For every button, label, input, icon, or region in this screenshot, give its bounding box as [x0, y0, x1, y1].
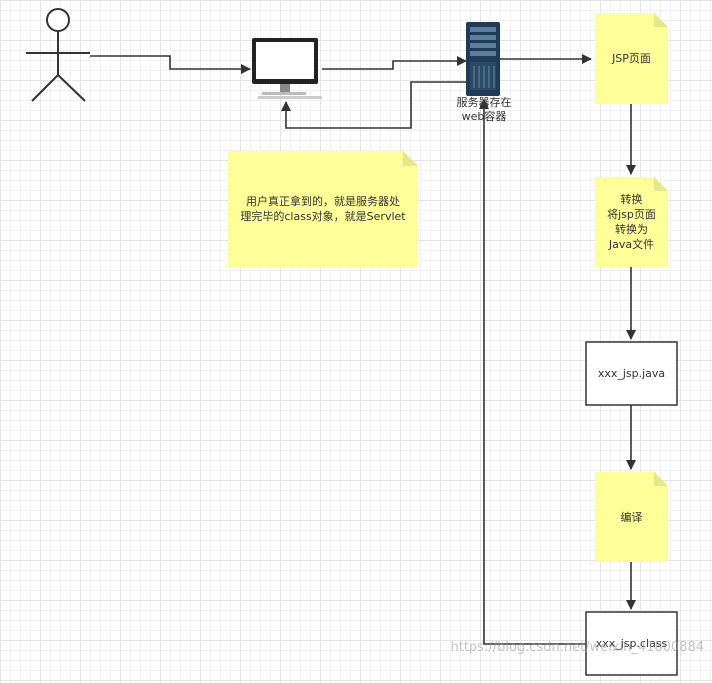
note-compile-shape [595, 472, 668, 562]
watermark-text: https://blog.csdn.net/weixin_41800884 [450, 640, 704, 655]
class-file-box [585, 611, 678, 676]
jsp-page-label: JSP页面 [612, 52, 651, 65]
arrow-computer-to-server [322, 56, 467, 70]
class-file-label: xxx_jsp.class [595, 637, 668, 650]
note-convert-shape [595, 177, 668, 267]
note-user-shape [228, 151, 418, 267]
java-file-label: xxx_jsp.java [597, 367, 666, 380]
convert-label: 转换 将jsp页面 转换为 Java文件 [607, 193, 656, 251]
computer-monitor-icon [252, 38, 322, 99]
server-label: 服务器存在 web容器 [456, 96, 512, 123]
user-actor-icon [26, 8, 90, 102]
server-icon [466, 22, 500, 96]
java-file-box [585, 341, 678, 406]
note-jsp-page-shape [595, 13, 668, 104]
arrow-user-to-computer [90, 55, 251, 74]
arrow-class-to-server [479, 99, 586, 645]
note-user-text: 用户真正拿到的，就是服务器处 理完毕的class对象，就是Servlet [240, 195, 406, 223]
arrow-server-to-computer [281, 81, 468, 129]
compile-label: 编译 [620, 510, 643, 524]
